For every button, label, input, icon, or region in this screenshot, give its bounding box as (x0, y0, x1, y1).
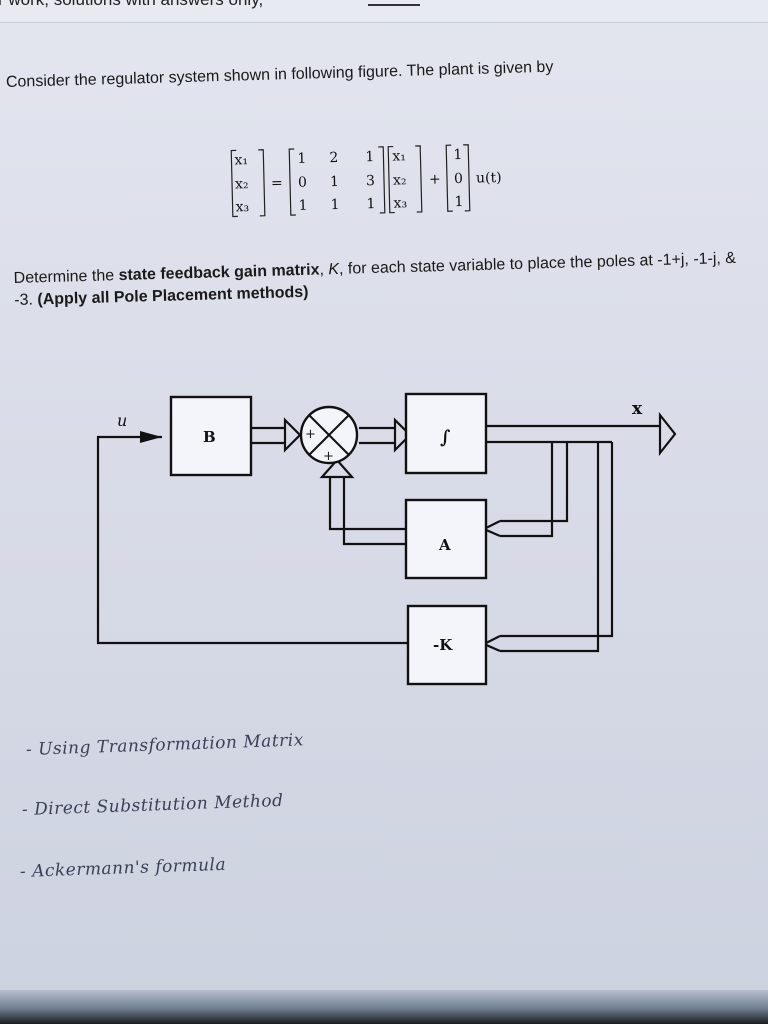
k-block-label: -K (433, 636, 453, 654)
rhs-x1: x₁ (392, 148, 406, 164)
a-11: 1 (297, 151, 306, 167)
sum-plus-top: + (305, 427, 316, 442)
b-3: 1 (454, 194, 463, 210)
a-31: 1 (298, 198, 307, 214)
blank-underline (368, 4, 420, 6)
a-block-label: A (438, 536, 451, 554)
lhs-x1: x₁ (234, 152, 248, 168)
desk-edge (0, 990, 768, 1024)
lhs-x3: x₃ (235, 199, 249, 215)
equals-sign: = (271, 175, 283, 191)
rhs-x2: x₂ (393, 172, 407, 188)
a-23: 3 (366, 173, 375, 189)
cropped-header: r work, solutions with answers only, (0, 0, 768, 23)
x-label: x (632, 399, 643, 419)
b-2: 0 (454, 171, 463, 187)
task-bold-gain: state feedback gain matrix (118, 261, 320, 285)
rhs-x3: x₃ (393, 195, 407, 211)
block-diagram: u x B ∫ A -K + + (0, 380, 768, 690)
sum-plus-bottom: + (323, 449, 334, 464)
u-label: u (117, 411, 127, 430)
lhs-x2: x₂ (235, 176, 249, 192)
a-22: 1 (330, 174, 339, 190)
a-12: 2 (329, 150, 338, 166)
input-term: u(t) (476, 170, 502, 187)
header-fragment: r work, solutions with answers only, (0, 0, 263, 10)
b-1: 1 (453, 147, 462, 163)
a-33: 1 (366, 196, 375, 212)
a-21: 0 (298, 175, 307, 191)
task-bold-methods: (Apply all Pole Placement methods) (37, 283, 309, 309)
a-13: 1 (365, 149, 374, 165)
task-text-1: Determine the (13, 267, 119, 288)
b-block-label: B (203, 428, 216, 446)
state-equation: x₁ x₂ x₃ = 1 2 1 0 1 3 1 1 1 x₁ x₂ x₃ + … (225, 140, 527, 219)
a-32: 1 (330, 197, 339, 213)
integrator-label: ∫ (440, 427, 451, 448)
plus-sign: + (429, 171, 441, 187)
task-text-2: , (319, 261, 329, 279)
